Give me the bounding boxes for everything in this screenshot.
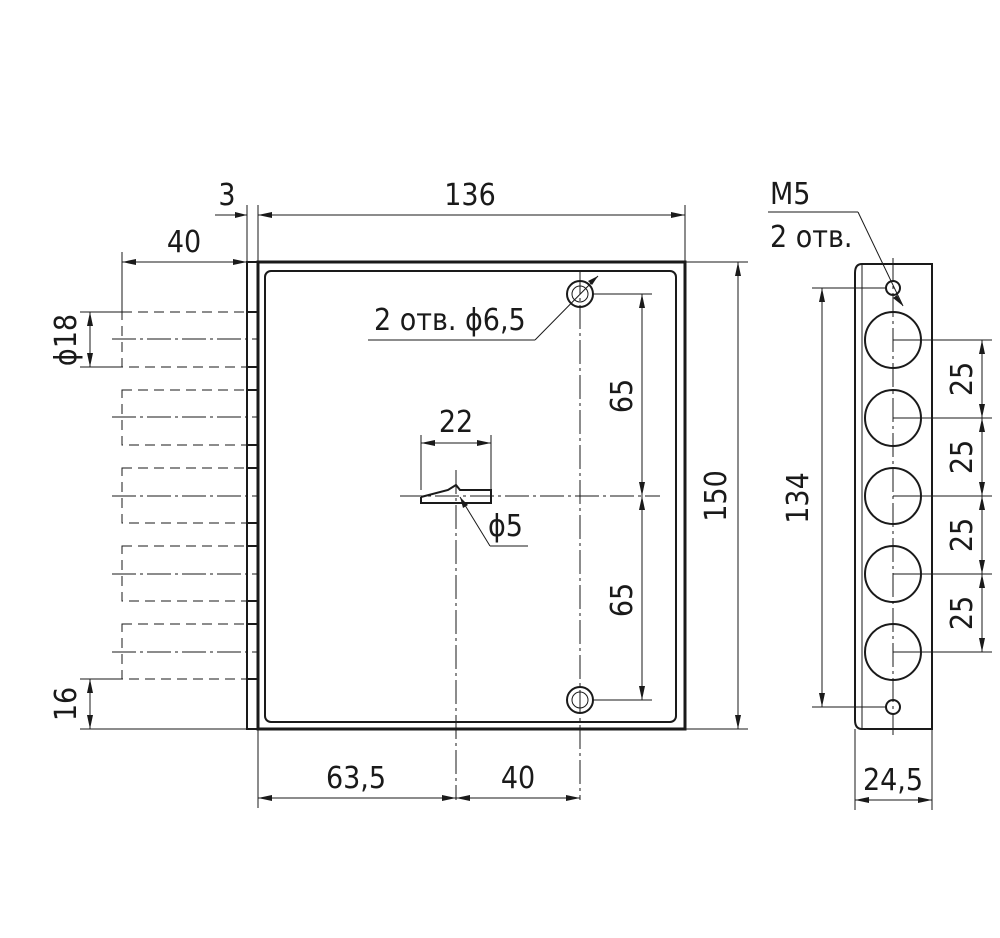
thread-note-line2: 2 отв. xyxy=(770,220,852,255)
dim-hole-spacing-top-label: 65 xyxy=(605,379,640,413)
thread-leader: M5 2 отв. xyxy=(768,177,904,307)
lock-cover-outline xyxy=(264,270,677,723)
mounting-hole-leader: 2 отв. ϕ6,5 xyxy=(368,275,599,341)
mounting-holes-note: 2 отв. ϕ6,5 xyxy=(374,303,526,338)
dim-key-width: 22 xyxy=(420,405,492,490)
front-view: 136 3 40 ϕ18 xyxy=(49,178,748,808)
side-centerlines xyxy=(893,339,992,653)
dim-key-hole-label: ϕ5 xyxy=(488,509,523,544)
dim-key-offset-label: 63,5 xyxy=(326,761,386,796)
mounting-hole xyxy=(571,691,589,709)
dim-hole-span-label: 134 xyxy=(781,472,816,524)
dim-hole-spacing-bottom-label: 65 xyxy=(605,583,640,617)
dim-pitch-1-label: 25 xyxy=(945,362,980,396)
dim-bolt-length: 40 xyxy=(121,225,247,312)
bolt-centerlines xyxy=(112,338,258,653)
dim-hole-spacing: 65 65 xyxy=(593,293,652,701)
keyhole-slot xyxy=(420,483,492,504)
dim-pitch-2-label: 25 xyxy=(945,440,980,474)
dim-strip-width: 24,5 xyxy=(854,729,933,810)
dim-bolt-diameter: ϕ18 xyxy=(49,311,122,368)
thread-note-line1: M5 xyxy=(770,177,810,212)
dim-bolt-diameter-label: ϕ18 xyxy=(49,314,84,366)
side-view: 25 25 25 25 134 M5 2 отв. xyxy=(768,177,992,810)
dim-plate-thickness: 3 xyxy=(215,178,248,262)
dim-pitch: 25 25 25 25 xyxy=(945,340,985,652)
dim-plate-thickness-label: 3 xyxy=(218,178,235,213)
dim-key-width-label: 22 xyxy=(439,405,473,440)
key-hole-leader: ϕ5 xyxy=(459,496,528,547)
dim-bolt-length-label: 40 xyxy=(167,225,201,260)
dim-strip-width-label: 24,5 xyxy=(863,763,923,798)
dim-bolt-offset: 16 xyxy=(49,678,258,730)
dim-pitch-3-label: 25 xyxy=(945,518,980,552)
dim-bolt-offset-label: 16 xyxy=(49,687,84,721)
dim-height: 150 xyxy=(685,261,748,730)
dim-bottom: 63,5 40 xyxy=(257,729,580,808)
dim-key-to-hole-label: 40 xyxy=(501,761,535,796)
dim-pitch-4-label: 25 xyxy=(945,596,980,630)
dim-hole-span: 134 xyxy=(781,287,886,708)
dim-height-label: 150 xyxy=(699,470,734,522)
mounting-hole xyxy=(571,285,589,303)
dim-width-label: 136 xyxy=(444,178,496,213)
dim-width: 136 xyxy=(257,178,686,262)
